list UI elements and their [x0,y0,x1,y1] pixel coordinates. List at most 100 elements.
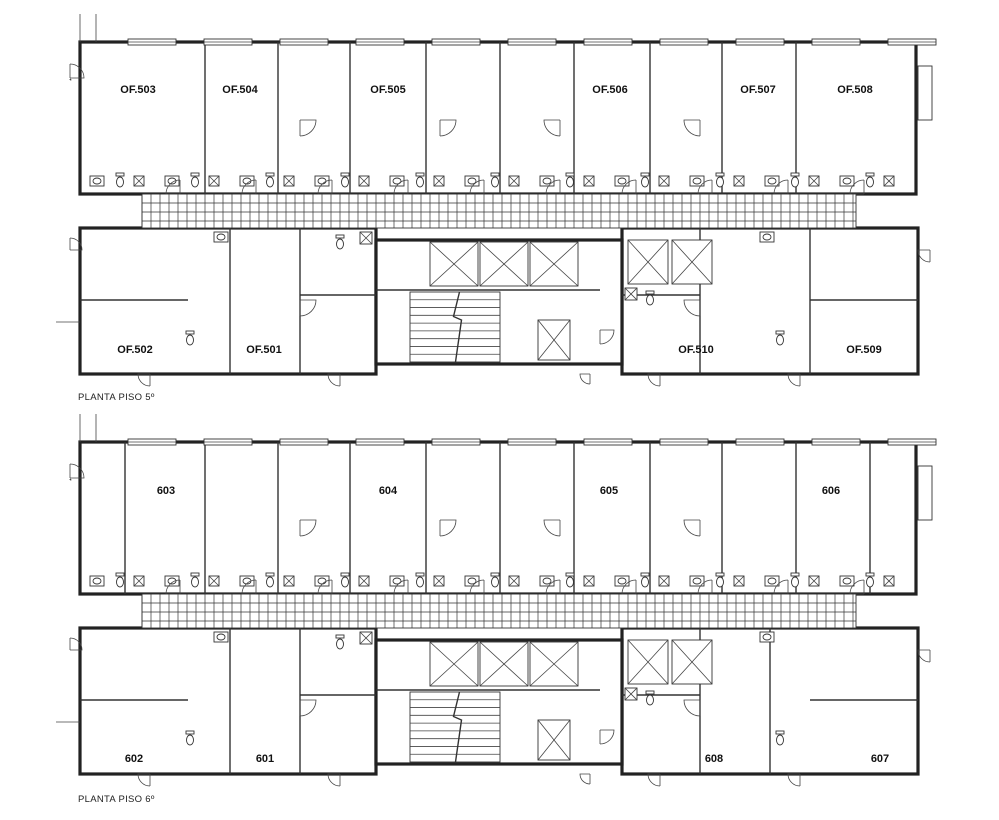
shaft-cross [358,175,370,187]
room-label-of503: OF.503 [120,84,155,96]
toilet-fixture [416,176,424,188]
room-label-of509: OF.509 [846,344,881,356]
toilet-tank [265,572,275,577]
sink-basin [692,177,702,185]
room-label-of506: OF.506 [592,84,627,96]
door-swing [299,519,317,537]
shaft-cross [624,287,638,301]
sink-basin [167,177,177,185]
room-label-of504: OF.504 [222,84,258,96]
shaft-cross [671,639,713,685]
room-label-of505: OF.505 [370,84,405,96]
toilet-tank [775,330,785,335]
door-swing [683,119,701,137]
sink-basin [542,177,552,185]
toilet-fixture [566,576,574,588]
toilet-tank [340,572,350,577]
toilet-fixture [116,176,124,188]
sink-basin [216,233,226,241]
toilet-tank [565,572,575,577]
door-swing [773,179,789,195]
shaft-cross [133,575,145,587]
door-swing [137,373,151,387]
door-swing [393,579,409,595]
door-swing [545,579,561,595]
toilet-fixture [866,576,874,588]
toilet-fixture [191,576,199,588]
toilet-fixture [116,576,124,588]
room-label-of502: OF.502 [117,344,152,356]
door-swing [543,519,561,537]
toilet-fixture [566,176,574,188]
door-swing [917,249,931,263]
shaft-cross [671,239,713,285]
sink-basin [317,577,327,585]
door-swing [621,179,637,195]
shaft-cross [479,641,529,687]
floor-6-plan [56,414,937,787]
shaft-cross [283,575,295,587]
shaft-cross [883,575,895,587]
door-swing [299,699,317,717]
door-swing [697,579,713,595]
door-swing [599,329,615,345]
stair-block [409,291,501,363]
shaft-cross [429,641,479,687]
shaft-cross [808,575,820,587]
shaft-cross [658,575,670,587]
toilet-fixture [716,176,724,188]
door-swing [299,119,317,137]
sink-basin [762,633,772,641]
toilet-fixture [646,694,654,706]
toilet-fixture [776,734,784,746]
toilet-tank [185,730,195,735]
toilet-fixture [791,576,799,588]
toilet-fixture [266,176,274,188]
sink-basin [617,177,627,185]
toilet-fixture [191,176,199,188]
toilet-tank [865,572,875,577]
toilet-fixture [716,576,724,588]
sink-basin [767,177,777,185]
toilet-fixture [776,334,784,346]
toilet-tank [790,172,800,177]
stair-block [409,691,501,763]
toilet-fixture [336,238,344,250]
door-swing [683,519,701,537]
toilet-tank [335,234,345,239]
shaft-cross [808,175,820,187]
door-swing [165,179,181,195]
toilet-tank [775,730,785,735]
sink-basin [467,577,477,585]
toilet-tank [865,172,875,177]
shaft-cross [479,241,529,287]
stair-break-line [452,691,463,763]
shaft-cross [537,719,571,761]
shaft-cross [733,175,745,187]
door-swing [917,649,931,663]
shaft-cross [208,175,220,187]
shaft-cross [433,575,445,587]
balcony-box [917,65,933,121]
door-swing [545,179,561,195]
door-swing [69,63,85,79]
door-swing [69,237,83,251]
shaft-cross [883,175,895,187]
toilet-tank [265,172,275,177]
shaft-cross [359,231,373,245]
door-swing [683,699,701,717]
shaft-cross [529,241,579,287]
shaft-cross [283,175,295,187]
room-label-of510: OF.510 [678,344,713,356]
shaft-cross [359,631,373,645]
toilet-tank [335,634,345,639]
toilet-tank [190,172,200,177]
upper-wing-outline [78,440,918,596]
toilet-fixture [336,638,344,650]
door-swing [849,179,865,195]
room-label-603: 603 [157,485,175,497]
sink-basin [92,577,102,585]
shaft-cross [658,175,670,187]
room-label-of501: OF.501 [246,344,281,356]
toilet-tank [490,572,500,577]
